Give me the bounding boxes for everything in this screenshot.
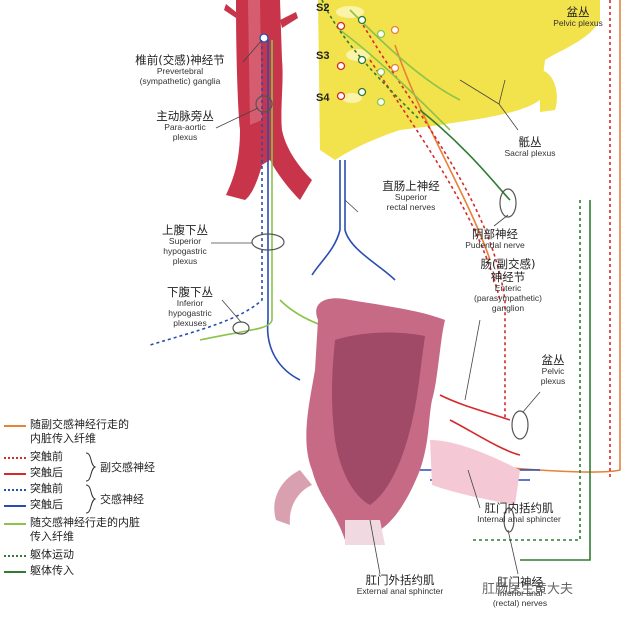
label-inferior-anal-nerves: 肛门神经 Inferior anal (rectal) nerves	[492, 575, 548, 608]
legend-swatch	[4, 571, 26, 573]
legend-item-sympathetic-postsynaptic: 突触后	[4, 498, 63, 512]
legend-item-parasympathetic-presynaptic: 突触前	[4, 450, 63, 464]
legend-swatch	[4, 505, 26, 507]
legend-swatch	[4, 489, 26, 491]
label-inferior-hypogastric-plexuses: 下腹下丛 Inferior hypogastric plexuses	[167, 285, 213, 328]
rectum	[274, 298, 520, 545]
label-pelvic-plexus-top: 盆丛 Pelvic plexus	[553, 5, 603, 29]
legend-swatch	[4, 473, 26, 475]
legend-item-visceral-afferent-parasympathetic: 随副交感神经行走的 内脏传入纤维	[4, 418, 129, 446]
label-enteric-ganglion: 肠(副交感) 神经节 Enteric (parasympathetic) gan…	[473, 257, 543, 313]
legend-item-somatic-afferent: 躯体传入	[4, 564, 74, 578]
brace-parasympathetic	[85, 452, 97, 482]
sacrum	[318, 0, 600, 160]
segment-label-s2: S2	[316, 2, 330, 14]
legend-item-visceral-afferent-sympathetic: 随交感神经行走的内脏 传入纤维	[4, 516, 140, 544]
label-prevertebral-ganglia: 椎前(交感)神经节 Prevertebral (sympathetic) gan…	[135, 53, 225, 86]
spinal-root-circles	[259, 15, 400, 107]
legend-swatch	[4, 523, 26, 525]
plexus-loops	[232, 95, 529, 533]
leader-lines	[211, 39, 541, 575]
brace-label-parasympathetic: 副交感神经	[100, 461, 155, 474]
label-pudendal-nerve: 阴部神经 Pudendal nerve	[465, 227, 525, 251]
legend-item-parasympathetic-postsynaptic: 突触后	[4, 466, 63, 480]
legend-swatch	[4, 425, 26, 427]
label-sacral-plexus: 骶丛 Sacral plexus	[504, 135, 556, 159]
label-pelvic-plexus-right: 盆丛 Pelvic plexus	[540, 353, 566, 386]
legend-swatch	[4, 555, 26, 557]
label-superior-rectal-nerves: 直肠上神经 Superior rectal nerves	[382, 179, 440, 212]
brace-label-sympathetic: 交感神经	[100, 493, 144, 506]
label-external-anal-sphincter: 肛门外括约肌 External anal sphincter	[356, 573, 444, 597]
legend-item-somatic-motor: 躯体运动	[4, 548, 74, 562]
label-internal-anal-sphincter: 肛门内括约肌 Internal anal sphincter	[477, 501, 561, 525]
segment-label-s4: S4	[316, 92, 330, 104]
label-superior-hypogastric-plexus: 上腹下丛 Superior hypogastric plexus	[162, 223, 208, 266]
watermark: 肛肠医生黄大夫	[482, 582, 574, 597]
brace-sympathetic	[85, 484, 97, 514]
legend-swatch	[4, 457, 26, 459]
aorta	[224, 0, 312, 200]
label-para-aortic-plexus: 主动脉旁丛 Para-aortic plexus	[156, 109, 214, 142]
segment-label-s3: S3	[316, 50, 330, 62]
legend-item-sympathetic-presynaptic: 突触前	[4, 482, 63, 496]
